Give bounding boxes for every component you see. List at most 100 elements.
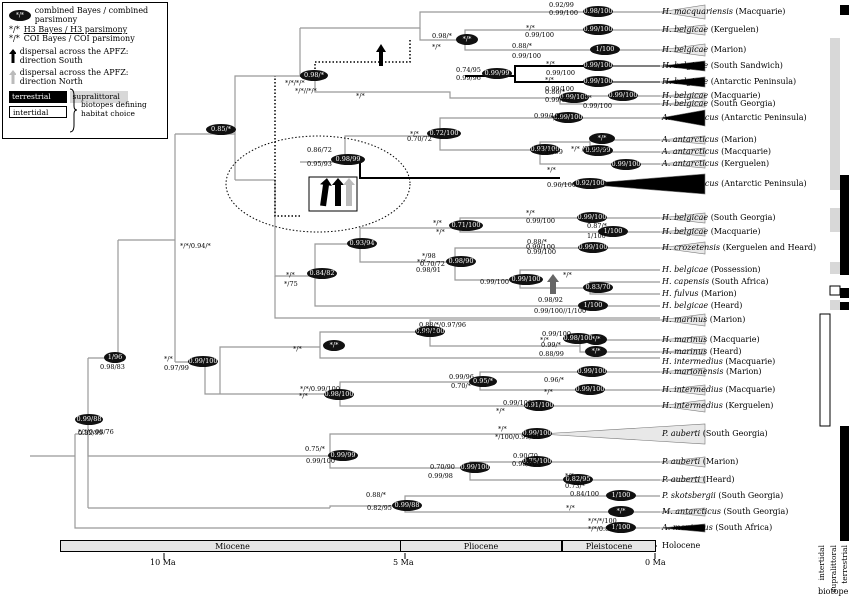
- support-label: 0.88/*: [527, 238, 547, 246]
- tip-label: H. crozetensis (Kerguelen and Heard): [662, 243, 816, 252]
- node-support: 0.99/99: [328, 450, 358, 461]
- epoch-miocene: Miocene: [60, 540, 405, 552]
- legend-node-label: combined Bayes / combined parsimony: [34, 6, 149, 24]
- tip-locality: (Kerguelen and Heard): [722, 243, 817, 252]
- tip-locality: (Marion): [710, 45, 747, 54]
- support-label: 0.92/99: [549, 1, 574, 9]
- node-support: 0.98/100: [324, 389, 354, 400]
- node-support: 0.82/95: [563, 474, 593, 485]
- tip-label: A. antarcticus (Antarctic Peninsula): [662, 179, 807, 188]
- support-label: 0.98/91: [416, 266, 441, 274]
- tip-label: H. belgicae (Possession): [662, 265, 761, 274]
- support-label: */*/0.82/*: [588, 525, 619, 533]
- support-label: 0.99/100: [546, 69, 576, 77]
- node-support: 0.99/100: [553, 112, 583, 123]
- dispersal-north-label: dispersal across the APFZ: direction Nor…: [19, 68, 129, 86]
- support-label: */*: [583, 94, 592, 102]
- tip-taxon: A. antarcticus: [662, 147, 719, 156]
- tip-locality: (South Georgia): [702, 429, 768, 438]
- tip-taxon: P. auberti: [662, 475, 701, 484]
- tip-label: A. antarcticus (Marion): [662, 135, 757, 144]
- tip-locality: (Kerguelen): [725, 401, 774, 410]
- tip-locality: (Macquarie): [710, 91, 761, 100]
- intertidal-swatch: intertidal: [9, 106, 67, 118]
- support-label: */*: [286, 271, 295, 279]
- node-support: 0.98/*: [300, 70, 328, 81]
- tip-locality: (Marion): [709, 315, 746, 324]
- tip-locality: (Macquarie): [725, 357, 776, 366]
- node-support: 0.71/100: [449, 220, 483, 231]
- support-label: 0.82/99: [78, 429, 103, 437]
- support-label: */*: [433, 219, 442, 227]
- tip-taxon: H. intermedius: [662, 357, 723, 366]
- node-support: 0.99/100: [460, 462, 490, 473]
- arrow-south-icon: [9, 49, 16, 63]
- tip-taxon: H. fulvus: [662, 289, 699, 298]
- tip-label: A. montanus (South Africa): [662, 523, 772, 532]
- node-support: 0.98/99: [331, 154, 365, 165]
- tip-locality: (South Georgia): [718, 491, 784, 500]
- support-label: 0.99/98: [545, 96, 570, 104]
- support-label: 0.98/92: [538, 296, 563, 304]
- tip-taxon: A. antarcticus: [662, 113, 719, 122]
- biotope-col-terrestrial: terrestrial: [840, 545, 849, 584]
- node-support: 0.99/100: [583, 60, 613, 71]
- support-label: 0.99/100//1/100: [534, 307, 587, 315]
- support-label: */*: [432, 43, 441, 51]
- support-label: 0.70/90: [430, 463, 455, 471]
- tip-locality: (Marion): [702, 457, 739, 466]
- support-label: */100/0.99/80: [495, 433, 540, 441]
- tip-label: P. auberti (Heard): [662, 475, 734, 484]
- tip-label: H. belgicae (South Georgia): [662, 99, 776, 108]
- tip-label: H. marionensis (Marion): [662, 367, 762, 376]
- tip-locality: (Marion): [721, 135, 757, 144]
- node-support: 0.75/100: [522, 456, 552, 467]
- tip-locality: (South Africa): [715, 523, 773, 532]
- node-support: 0.99/100: [509, 274, 543, 285]
- support-label: */*: [436, 228, 445, 236]
- support-label: */*: [526, 209, 535, 217]
- tip-taxon: H. belgicae: [662, 227, 709, 236]
- support-label: 0.99/100: [512, 52, 542, 60]
- tip-label: H. belgicae (Kerguelen): [662, 25, 759, 34]
- tip-taxon: A. antarcticus: [662, 159, 719, 168]
- support-label: */*: [563, 271, 572, 279]
- tip-label: H. marinus (Marion): [662, 315, 745, 324]
- support-label: 0.99/100: [527, 248, 557, 256]
- support-label: */*: [540, 336, 549, 344]
- support-label: 0.84/100: [570, 490, 600, 498]
- tip-taxon: A. montanus: [662, 523, 713, 532]
- support-label: 0.73/*: [565, 482, 585, 490]
- tip-label: P. skotsbergii (South Georgia): [662, 491, 783, 500]
- support-label: 0.75/*: [305, 445, 325, 453]
- support-label: 0.88/*/0.97/96: [419, 321, 467, 329]
- node-support: 0.84/82: [307, 268, 337, 279]
- node-support: 0.95/*: [469, 376, 497, 387]
- node-support: 0.99/100: [583, 76, 613, 87]
- node-support: 0.99/100: [611, 159, 641, 170]
- support-label: */*: [498, 425, 507, 433]
- support-label: */*/*/*: [285, 79, 305, 87]
- support-label: 0.99/100: [583, 102, 613, 110]
- node-support: 0.85/*: [206, 124, 236, 135]
- tip-locality: (South Africa): [711, 277, 769, 286]
- epoch-pliocene: Pliocene: [400, 540, 562, 552]
- node-support: 0.72/100: [427, 128, 461, 139]
- terrestrial-swatch: terrestrial: [9, 91, 67, 103]
- node-support: 0.83/70: [583, 282, 613, 293]
- support-label: */* /0.99/99: [571, 145, 609, 153]
- epoch-holocene: Holocene: [662, 541, 701, 550]
- tip-taxon: H. belgicae: [662, 265, 709, 274]
- tip-taxon: M. antarcticus: [662, 507, 721, 516]
- support-label: 0.88/99: [539, 350, 564, 358]
- tip-taxon: H. marinus: [662, 347, 708, 356]
- node-support: 0.99/100: [415, 326, 445, 337]
- support-label: 0.88/*: [512, 42, 532, 50]
- tip-locality: (Marion): [701, 289, 737, 298]
- tip-label: H. belgicae (South Georgia): [662, 213, 776, 222]
- node-support: */*: [608, 506, 634, 517]
- node-support: */*: [589, 133, 615, 144]
- tip-taxon: A. antarcticus: [662, 179, 719, 188]
- support-label: 0.82/95: [367, 504, 392, 512]
